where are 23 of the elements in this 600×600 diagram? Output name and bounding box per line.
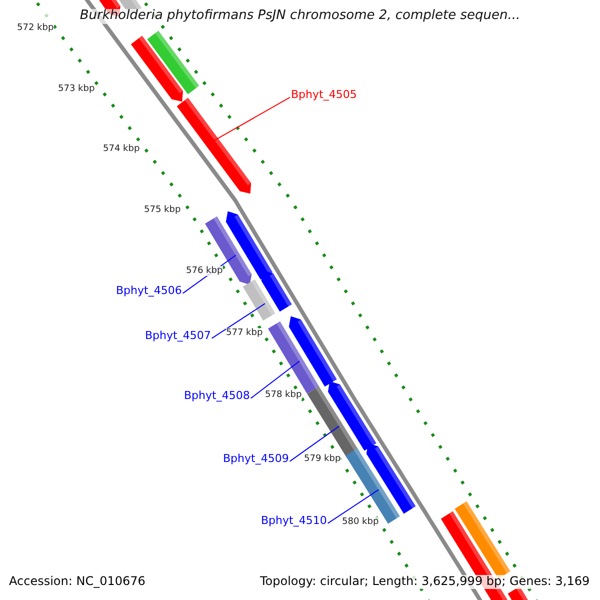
gene-feature [205, 216, 252, 285]
tick-label: 576 kbp [186, 266, 223, 276]
gene-feature [242, 279, 276, 321]
accession-text: Accession: NC_010676 [9, 575, 146, 589]
tick-label: 579 kbp [304, 454, 341, 464]
tick-label: 574 kbp [103, 144, 140, 154]
gene-label: Bphyt_4506 [116, 285, 182, 298]
tick-label: 575 kbp [144, 205, 181, 216]
tick-label: 573 kbp [58, 84, 95, 94]
gene-label: Bphyt_4507 [145, 330, 211, 343]
gene-feature [176, 98, 252, 194]
gene-label: Bphyt_4509 [223, 453, 289, 466]
tick-label: 580 kbp [342, 517, 379, 528]
gene-label: Bphyt_4505 [291, 89, 357, 102]
tick-label: 577 kbp [226, 328, 263, 338]
leader-line [327, 489, 380, 524]
tick-label: 572 kbp [17, 23, 54, 34]
gene-label: Bphyt_4510 [261, 515, 327, 528]
leader-line [211, 303, 266, 339]
tick-label: 578 kbp [265, 390, 302, 400]
leader-line [289, 426, 340, 462]
gene-label: Bphyt_4508 [184, 390, 250, 403]
leader-line [250, 360, 300, 399]
